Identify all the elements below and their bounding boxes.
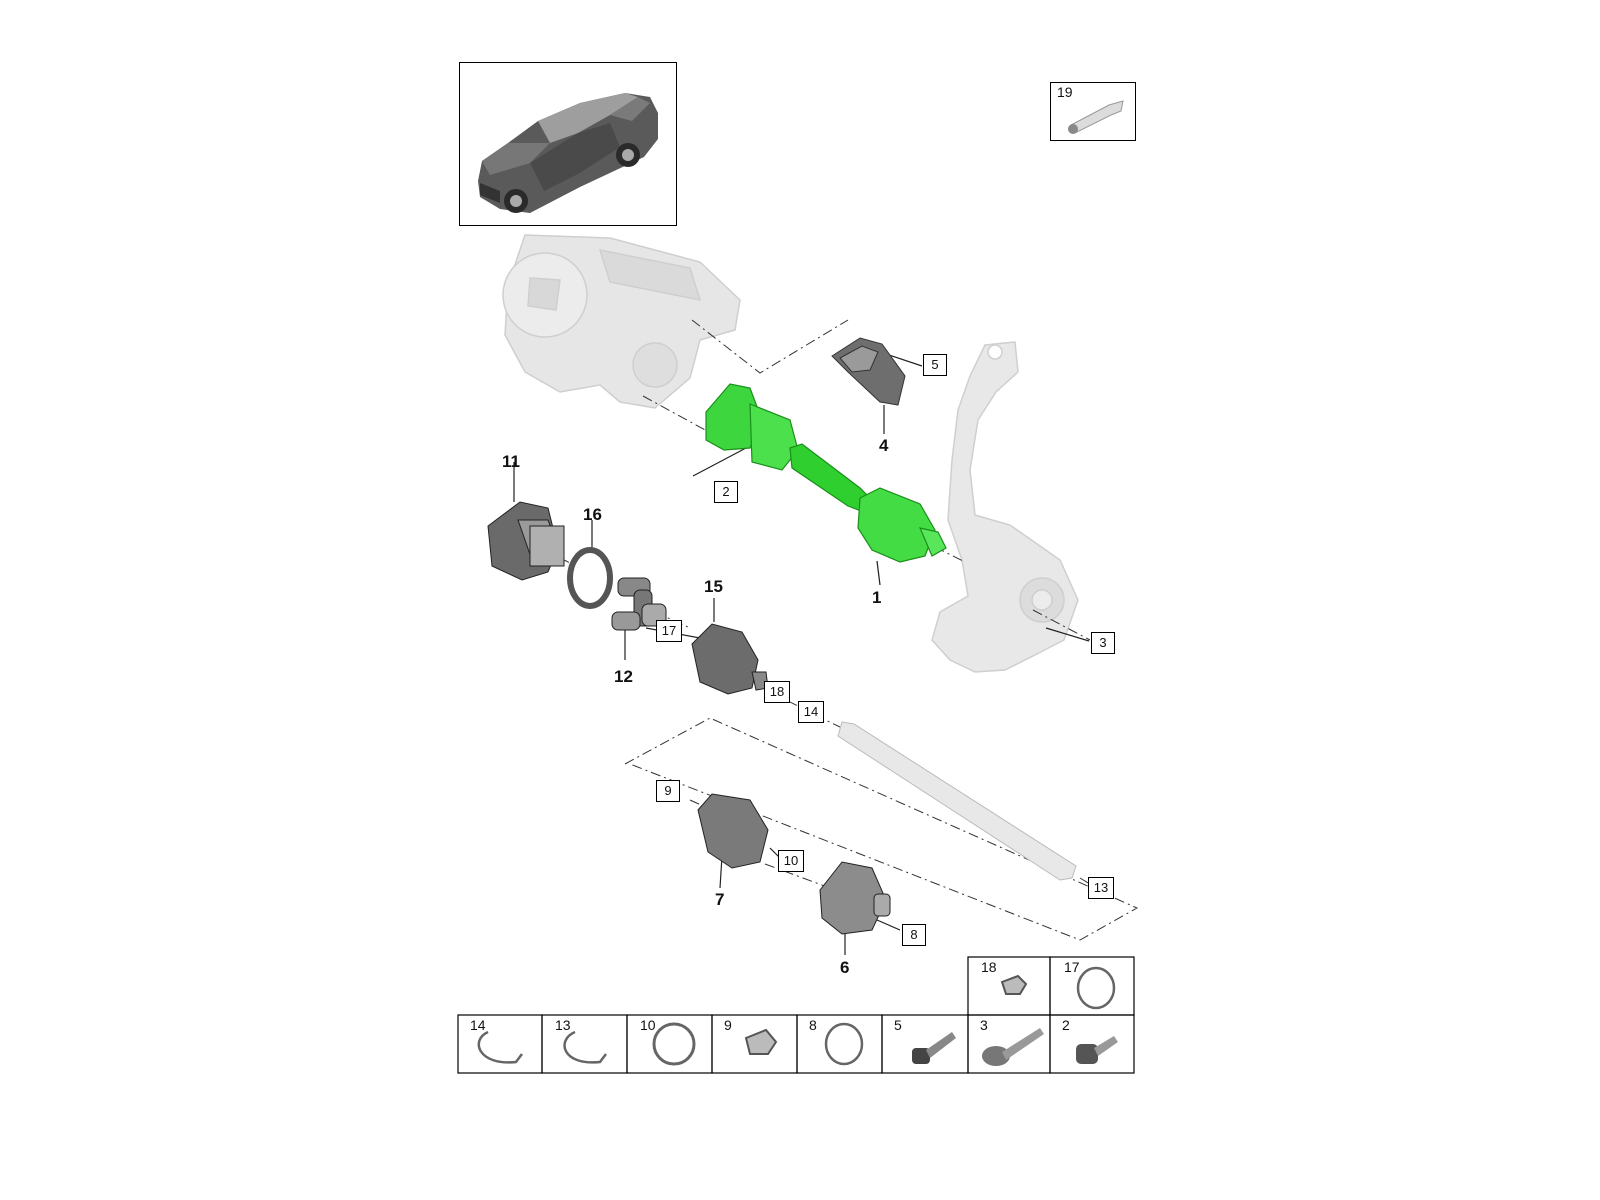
legend-label-2: 2: [1062, 1017, 1070, 1033]
intermediate-shaft-part: [837, 721, 1077, 881]
callout-box-10: 10: [778, 850, 804, 872]
legend-clamp-18-icon: [1000, 974, 1028, 995]
callout-12: 12: [614, 667, 633, 686]
callout-leaders: [513, 351, 1090, 955]
legend-label-17: 17: [1064, 959, 1080, 975]
callout-15: 15: [704, 577, 723, 596]
outer-boot-part: [697, 793, 769, 869]
legend-label-10: 10: [640, 1017, 656, 1033]
callout-box-3: 3: [1091, 632, 1115, 654]
suv-illustration: [478, 93, 658, 213]
legend-bolt-3-icon: [982, 1028, 1044, 1066]
callout-box-9: 9: [656, 780, 680, 802]
legend-bolt-2-icon: [1076, 1036, 1118, 1064]
boot-part: [691, 623, 769, 695]
callout-4: 4: [879, 436, 889, 455]
vehicle-thumbnail-frame: [459, 62, 677, 226]
legend-clamp-10-icon: [652, 1022, 696, 1066]
legend-label-13: 13: [555, 1017, 571, 1033]
legend-label-3: 3: [980, 1017, 988, 1033]
legend-clamp-9-icon: [744, 1028, 778, 1055]
legend-ring-17-icon: [1076, 966, 1116, 1010]
callout-box-8: 8: [902, 924, 926, 946]
callout-box-2: 2: [714, 481, 738, 503]
transmission-ghost: [502, 234, 741, 409]
legend-label-5: 5: [894, 1017, 902, 1033]
legend-label-9: 9: [724, 1017, 732, 1033]
heat-shield-part: [831, 337, 906, 406]
callout-1: 1: [872, 588, 882, 607]
legend-bolt-5-icon: [912, 1032, 956, 1064]
callout-11: 11: [502, 452, 520, 471]
callout-box-17: 17: [656, 620, 682, 642]
callout-box-18: 18: [764, 681, 790, 703]
callout-16: 16: [583, 505, 602, 524]
outer-joint-part: [819, 861, 891, 935]
grease-tube-frame: 19: [1050, 82, 1136, 141]
callout-7: 7: [715, 890, 725, 909]
retaining-ring-part: [567, 547, 613, 609]
callout-box-13: 13: [1088, 877, 1114, 899]
callout-6: 6: [840, 958, 850, 977]
legend-label-14: 14: [470, 1017, 486, 1033]
flange-housing-part: [487, 501, 565, 581]
grease-tube-icon: [1068, 100, 1124, 134]
callout-box-5: 5: [923, 354, 947, 376]
legend-label-18: 18: [981, 959, 997, 975]
legend-ring-8-icon: [824, 1022, 864, 1066]
tube-label: 19: [1057, 84, 1073, 100]
legend-circlip-13-icon: [563, 1030, 607, 1064]
legend-circlip-14-icon: [477, 1030, 523, 1064]
callout-box-14: 14: [798, 701, 824, 723]
steering-knuckle-ghost: [931, 341, 1079, 673]
legend-label-8: 8: [809, 1017, 817, 1033]
drive-shaft-assembly: [705, 383, 947, 563]
